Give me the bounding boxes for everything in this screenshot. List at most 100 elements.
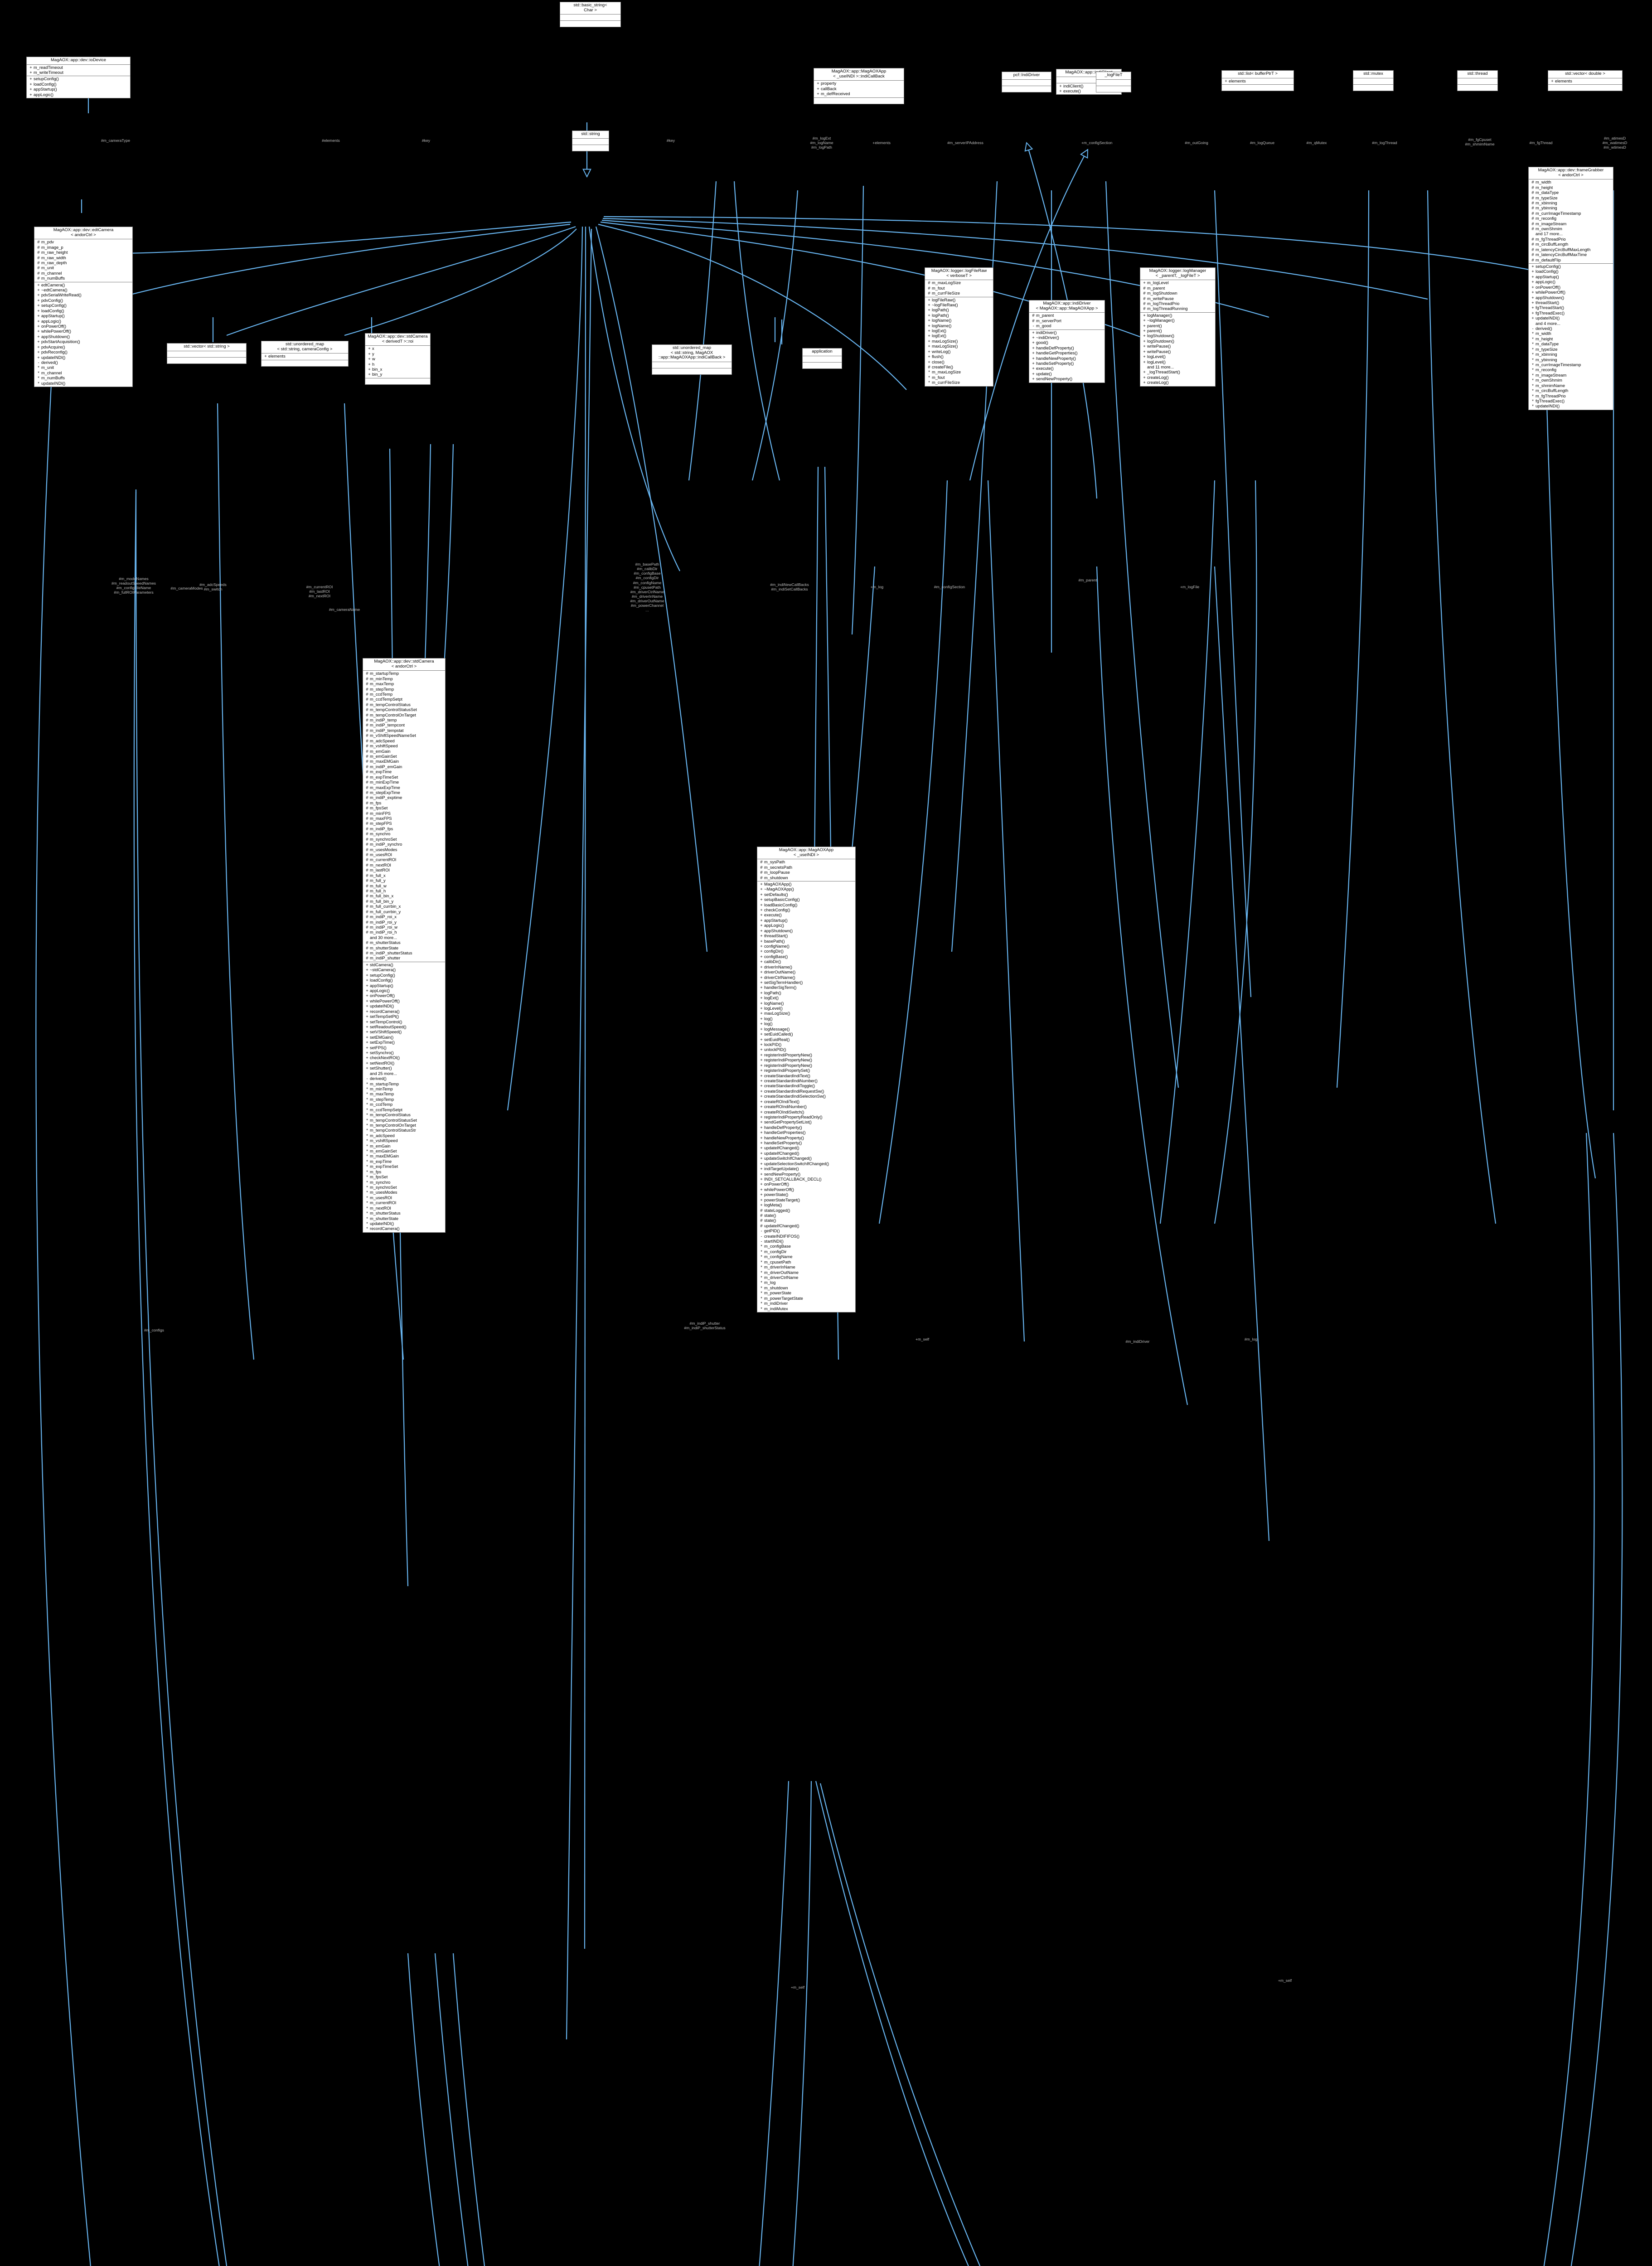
visibility-marker: * [366, 1190, 368, 1195]
member-row: #m_indiP_roi_y [363, 920, 445, 925]
edge-label: #key [421, 138, 431, 143]
visibility-marker: # [760, 875, 763, 880]
member-row: +setupConfig() [1529, 264, 1613, 269]
member-name: updateSelectionSwitchIfChanged() [764, 1161, 829, 1166]
visibility-marker: + [1143, 329, 1146, 334]
visibility-marker: + [1143, 380, 1146, 385]
member-name: logShutdown() [1147, 334, 1174, 339]
member-name: getPID() [764, 1229, 780, 1234]
visibility-marker: # [760, 1223, 763, 1228]
visibility-marker: * [761, 1270, 762, 1275]
class-node-logFileT[interactable]: _logFileT [1096, 72, 1131, 92]
member-name: whilePowerOff() [370, 998, 400, 1003]
visibility-marker: - [1032, 324, 1034, 329]
member-row: +setExpTime() [363, 1040, 445, 1045]
class-node-string[interactable]: std::string [572, 131, 609, 151]
class-node-umap_cameraConfig[interactable]: std::unordered_map < std::string, camera… [261, 341, 349, 367]
member-name: state() [764, 1218, 776, 1223]
class-node-stdCamera[interactable]: MagAOX::app::dev::stdCamera < andorCtrl … [363, 658, 446, 1233]
visibility-marker: # [366, 883, 368, 888]
member-name: m_xbinning [1536, 200, 1557, 205]
class-node-thread[interactable]: std::thread [1457, 70, 1498, 91]
edge-label: +m_log [870, 585, 884, 589]
member-row: +setNextROI() [363, 1061, 445, 1066]
visibility-marker: * [366, 1128, 368, 1133]
visibility-marker: # [760, 870, 763, 875]
visibility-marker: + [29, 70, 32, 75]
member-row: +createROIndiNumber() [757, 1104, 855, 1109]
visibility-marker: # [37, 260, 40, 265]
member-name: m_full_h [370, 888, 386, 893]
class-node-mutex[interactable]: std::mutex [1353, 70, 1394, 91]
visibility-marker: + [760, 1068, 763, 1073]
visibility-marker: * [761, 1259, 762, 1264]
visibility-marker: + [1531, 295, 1534, 300]
member-name: m_tempControlOnTarget [370, 712, 416, 717]
member-name: m_indiDriver [764, 1301, 788, 1306]
member-name: m_fpsSet [370, 1175, 388, 1180]
visibility-marker: + [37, 298, 40, 303]
visibility-marker: * [1532, 331, 1534, 336]
visibility-marker: + [1531, 269, 1534, 274]
class-node-logFileRaw[interactable]: MagAOX::logger::logFileRaw < verboseT >#… [925, 267, 993, 387]
member-name: updateIfChanged() [764, 1151, 799, 1156]
member-row: -m_good [1029, 324, 1105, 329]
member-row: +createStandardIndiRequestSw() [757, 1089, 855, 1094]
visibility-marker: # [1531, 227, 1534, 232]
class-node-application[interactable]: application [802, 348, 842, 369]
class-node-frameGrabber[interactable]: MagAOX::app::dev::frameGrabber < andorCt… [1528, 167, 1613, 410]
member-row: +createStandardIndiText() [757, 1074, 855, 1079]
class-node-logManager[interactable]: MagAOX::logger::logManager < _parentT, _… [1140, 267, 1216, 387]
visibility-marker: + [1032, 330, 1035, 335]
visibility-marker: + [366, 1040, 368, 1045]
member-row: +log() [757, 1022, 855, 1026]
member-name: y [372, 351, 374, 356]
visibility-marker: + [760, 1099, 763, 1104]
member-row: +checkConfig() [757, 908, 855, 913]
member-name: m_configBase [764, 1244, 791, 1249]
edge-label: +m_self [1278, 1978, 1292, 1983]
member-row: and 4 more... [1529, 321, 1613, 326]
visibility-marker: # [928, 281, 930, 286]
member-name: log() [764, 1016, 773, 1021]
visibility-marker: - [761, 1234, 762, 1239]
visibility-marker: * [366, 1185, 368, 1190]
visibility-marker: + [366, 998, 368, 1003]
visibility-marker: + [760, 1058, 763, 1063]
class-node-roi[interactable]: MagAOX::app::dev::stdCamera < derivedT >… [365, 333, 431, 385]
member-name: updateINDI() [1536, 316, 1560, 321]
attributes-compartment [167, 351, 246, 358]
visibility-marker: # [366, 899, 368, 904]
visibility-marker: + [760, 1104, 763, 1109]
class-node-ioDevice[interactable]: MagAOX::app::dev::ioDevice+m_readTimeout… [26, 57, 131, 99]
class-node-umap_indiCallBack[interactable]: std::unordered_map < std::string, MagAOX… [652, 344, 732, 375]
class-node-vector_string[interactable]: std::vector< std::string > [167, 343, 247, 364]
visibility-marker: # [1143, 301, 1146, 306]
class-node-edtCamera[interactable]: MagAOX::app::dev::edtCamera < andorCtrl … [34, 227, 133, 387]
visibility-marker: + [760, 1172, 763, 1177]
class-node-basic_string[interactable]: std::basic_string< Char > [560, 2, 621, 28]
visibility-marker: + [1531, 274, 1534, 279]
edge-label: #m_logThread [1372, 140, 1397, 145]
visibility-marker: - [38, 360, 39, 365]
member-name: m_typeSize [1536, 195, 1558, 200]
member-name: m_driverOutName [764, 1270, 799, 1275]
class-node-indiDriver[interactable]: MagAOX::app::indiDriver < MagAOX::app::M… [1029, 300, 1105, 383]
member-name: setShutter() [370, 1066, 392, 1071]
operations-compartment [1548, 85, 1622, 91]
member-name: m_sysPath [764, 860, 785, 865]
class-node-MagAOXApp[interactable]: MagAOX::app::MagAOXApp < _useINDI >#m_sy… [757, 847, 856, 1312]
edge-label: +elements [872, 140, 891, 145]
member-row: #m_imageStream [1529, 222, 1613, 227]
class-node-list_bufferPtrT[interactable]: std::list< bufferPtrT >+elements [1221, 70, 1294, 92]
member-name: ~logManager() [1147, 318, 1175, 323]
member-row: +updateIfChanged() [757, 1151, 855, 1156]
member-row: +setReadoutSpeed() [363, 1025, 445, 1030]
class-node-IndiDriver[interactable]: pcf::IndiDriver [1002, 72, 1051, 92]
class-node-vector_double[interactable]: std::vector< double >+elements [1548, 70, 1623, 92]
visibility-marker: + [760, 1156, 763, 1161]
member-row: #m_indiP_shutterStatus [363, 951, 445, 956]
class-node-indiCallBack[interactable]: MagAOX::app::MagAOXApp < _useINDI >::ind… [814, 68, 904, 104]
member-row: *m_startupTemp [363, 1082, 445, 1087]
class-node-title: std::basic_string< Char > [560, 2, 620, 15]
